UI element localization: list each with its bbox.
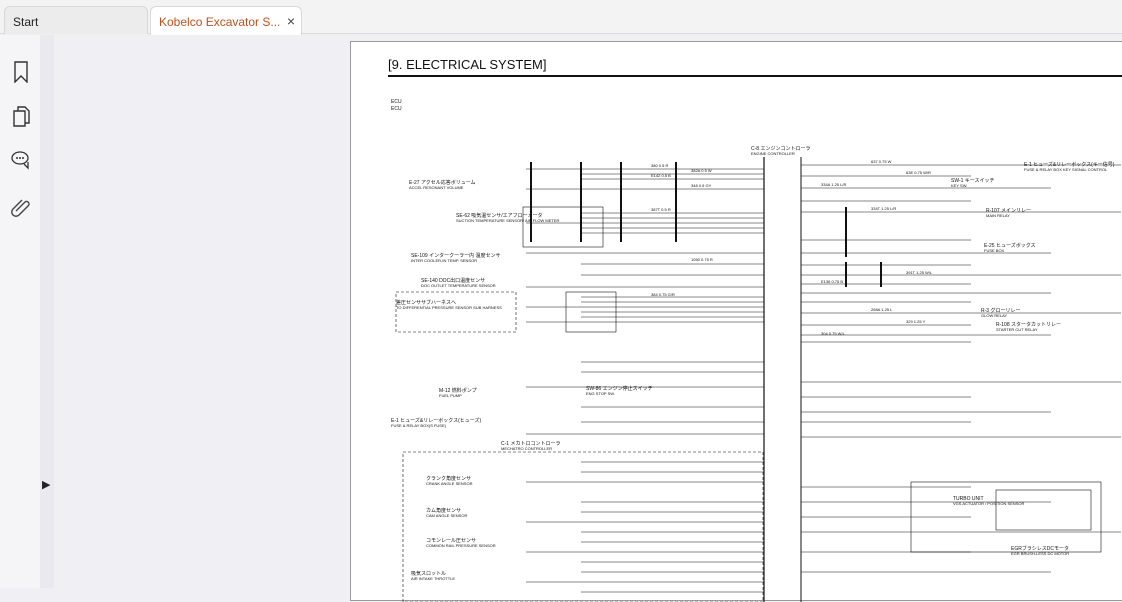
pages-icon[interactable] xyxy=(10,105,32,127)
component-label-en: FUEL PUMP xyxy=(439,393,462,398)
component-label-jp: SE-140 DOC出口温度センサ xyxy=(421,277,485,284)
component-label-jp: 差圧センササブハーネスへ xyxy=(396,299,456,306)
attachment-icon[interactable] xyxy=(10,195,32,217)
component-label-en: DOC OUTLET TEMPERATURE SENSOR xyxy=(421,283,496,288)
component-label-en: TO DIFFERENTIAL PRESSURE SENSOR SUB HARN… xyxy=(396,305,502,310)
panel-splitter[interactable] xyxy=(40,35,54,588)
page-header: [9. ELECTRICAL SYSTEM] xyxy=(388,57,547,72)
component-label-jp: E-27 アクセル応答ボリューム xyxy=(409,179,476,186)
component-label-en: GLOW RELAY xyxy=(981,313,1007,318)
wire-label: 334A 1.25 L/R xyxy=(821,182,846,187)
component-label-jp: EGRブラシレスDCモータ xyxy=(1011,545,1069,552)
tab-start[interactable]: Start xyxy=(4,6,148,34)
component-label-jp: クランク角度センサ xyxy=(426,475,471,482)
component-label-jp: カム角度センサ xyxy=(426,507,461,514)
sidebar-rail xyxy=(0,35,40,588)
component-label-en: FUSE & RELAY BOX KEY SIGNAL CONTROL xyxy=(1024,167,1108,172)
wire-label: 304 0.75 W/L xyxy=(821,331,846,336)
component-label-jp: R-107 メインリレー xyxy=(986,208,1031,214)
tab-document[interactable]: Kobelco Excavator S... × xyxy=(150,6,302,35)
wire-label: 1050 0.75 R xyxy=(691,257,713,262)
tab-label: Kobelco Excavator S... xyxy=(159,15,281,29)
component-label-en: MAIN RELAY xyxy=(986,213,1010,218)
component-label-en: MECHATRO CONTROLLER xyxy=(501,446,552,451)
component-label-en: FUSE & RELAY BOX(S FUSE) xyxy=(391,423,447,428)
component-label-en: CRANK ANGLE SENSOR xyxy=(426,481,473,486)
component-label-en: COMMON RAIL PRESSURE SENSOR xyxy=(426,543,496,548)
wire-label: 334T 1.25 L/R xyxy=(871,206,896,211)
component-label-jp: R-108 スタータカットリレー xyxy=(996,321,1061,328)
component-label-jp: R-3 グローリレー xyxy=(981,307,1020,314)
component-label-en: SUCTION TEMPERATURE SENSOR/ AIR FLOW MET… xyxy=(456,218,560,223)
component-box xyxy=(402,451,764,602)
wire-label: 329 1.25 Y xyxy=(906,319,926,324)
component-label-en: AIR INTAKE THROTTLE xyxy=(411,576,455,581)
comments-icon[interactable] xyxy=(10,149,32,171)
component-label-en: ENG STOP SW. xyxy=(586,391,615,396)
component-label-jp: SE-109 インタークーラー内 温度センサ xyxy=(411,252,500,259)
component-label-jp: C-8 エンジンコントローラ xyxy=(751,146,810,152)
component-label-en: EGR BRUSH-LESS DC MOTOR xyxy=(1011,551,1069,556)
wire-lines xyxy=(395,157,1121,602)
component-label-jp: コモンレール圧センサ xyxy=(426,538,476,544)
wire-label: 63E 0.75 W/R xyxy=(906,170,931,175)
wire-label: 387T 0.5 R xyxy=(651,207,671,212)
component-box xyxy=(565,291,617,333)
component-label-jp: E-1 ヒューズ&リレーボックス(キー信号) xyxy=(1024,161,1115,168)
component-label-jp: SW-86 エンジン停止スイッチ xyxy=(586,385,653,392)
component-label-en: FUSE BOX xyxy=(984,248,1005,253)
component-box xyxy=(910,481,1102,553)
tab-label: Start xyxy=(13,15,39,29)
wire-label: 268A 1.25 L xyxy=(871,307,893,312)
component-label-jp: E-25 ヒューズボックス xyxy=(984,242,1036,249)
component-box xyxy=(995,489,1092,531)
component-label-jp: E-1 ヒューズ&リレーボックス(ヒューズ) xyxy=(391,417,482,424)
component-label-jp: SW-1 キースイッチ xyxy=(951,178,995,184)
component-label-jp: SE-62 吸気温センサ/エアフローメータ xyxy=(456,212,542,219)
wire-label: 382A 0.5 W xyxy=(691,168,712,173)
tab-bar: Start Kobelco Excavator S... × xyxy=(0,0,1122,35)
component-label-en: INTER COOLER-IN TEMP. SENSOR xyxy=(411,258,477,263)
wire-label: 380 0.5 R xyxy=(651,163,668,168)
component-label-en: ENGINE CONTROLLER xyxy=(751,151,795,156)
expand-panel-icon[interactable]: ▶ xyxy=(42,478,51,491)
wire-label: 384 0.75 G/R xyxy=(651,292,675,297)
component-label-jp: TURBO UNIT xyxy=(953,496,984,502)
component-label-en: CAM ANGLE SENSOR xyxy=(426,513,467,518)
ecu-label: ECU xyxy=(391,99,402,105)
component-box xyxy=(395,291,517,333)
close-tab-icon[interactable]: × xyxy=(286,13,295,29)
component-label-en: STARTER CUT RELAY xyxy=(996,327,1038,332)
pdf-page: [9. ELECTRICAL SYSTEM] ECU ECU C-8 エンジンコ… xyxy=(350,41,1122,602)
wire-label: 348 0.5 GY xyxy=(691,183,712,188)
ecu-label: ECU xyxy=(391,106,402,112)
component-label-en: KEY SW. xyxy=(951,183,967,188)
component-label-en: ACCEL RESONANT VOLUME xyxy=(409,185,464,190)
wire-label: 391T 1.25 W/L xyxy=(906,270,933,275)
component-box xyxy=(522,206,604,248)
component-label-en: VGS ACTUATOR / POSITION SENSOR xyxy=(953,501,1025,506)
wire-label: E136 0.75 B xyxy=(821,279,843,284)
bookmark-icon[interactable] xyxy=(10,61,32,83)
component-label-jp: M-12 燃料ポンプ xyxy=(439,387,477,394)
component-label-jp: C-1 メカトロコントローラ xyxy=(501,441,560,447)
component-label-jp: 吸気スロットル xyxy=(411,570,446,577)
wire-label: 637 0.75 W xyxy=(871,159,892,164)
header-rule xyxy=(388,75,1122,77)
wire-label: E142 0.5 B xyxy=(651,173,671,178)
